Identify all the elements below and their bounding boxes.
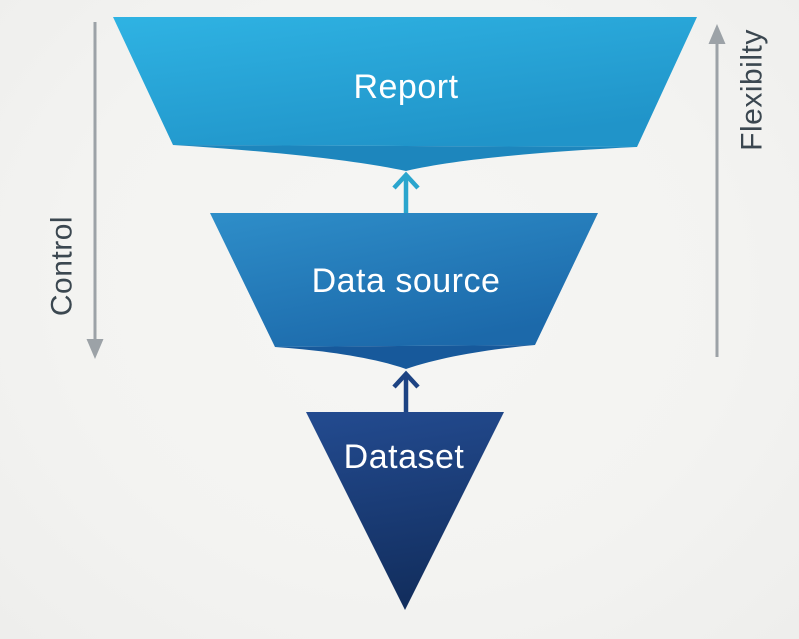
datasource-layer-fold bbox=[275, 345, 535, 369]
dataset-layer: Dataset bbox=[306, 412, 504, 610]
report-layer: Report bbox=[113, 17, 697, 171]
datasource-layer: Data source bbox=[210, 213, 598, 369]
flexibility-axis: Flexibilty bbox=[708, 24, 769, 357]
datasource-layer-shape bbox=[210, 213, 598, 347]
up-arrow-navy-icon bbox=[392, 370, 420, 412]
control-label: Control bbox=[46, 216, 79, 316]
datasource-label: Data source bbox=[312, 262, 501, 300]
dataset-label: Dataset bbox=[344, 438, 465, 476]
dataset-layer-shape bbox=[306, 412, 504, 610]
report-layer-fold bbox=[173, 145, 637, 171]
up-arrow-navy-head bbox=[392, 370, 420, 389]
control-axis: Control bbox=[46, 22, 104, 359]
report-layer-shape bbox=[113, 17, 697, 147]
report-label: Report bbox=[353, 68, 458, 106]
up-arrow-cyan-icon bbox=[392, 171, 420, 214]
control-arrow-down-icon bbox=[86, 339, 104, 359]
up-arrow-cyan-head bbox=[392, 171, 420, 190]
flexibility-arrow-up-icon bbox=[708, 24, 726, 44]
flexibility-label: Flexibilty bbox=[736, 29, 769, 151]
